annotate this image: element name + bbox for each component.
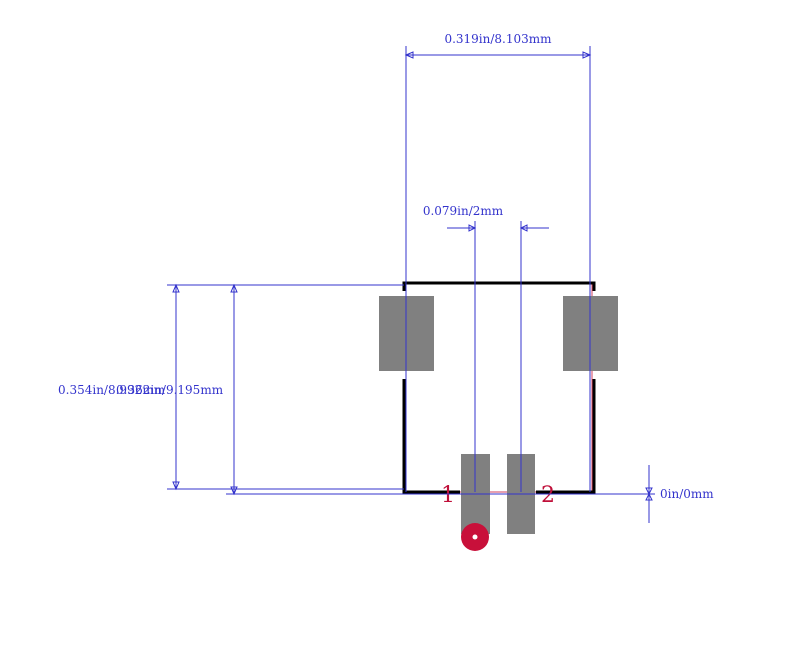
height-b-label: 0.362in/9.195mm [116, 383, 224, 397]
pin-pitch-label: 0.079in/2mm [423, 204, 504, 218]
dimension-pin-pitch [447, 221, 549, 492]
overall-width-label: 0.319in/8.103mm [444, 32, 552, 46]
dimension-heights [167, 283, 655, 496]
silkscreen-outline [402, 281, 596, 494]
baseline-offset-label: 0in/0mm [660, 487, 714, 501]
pin-1-label: 1 [441, 483, 455, 508]
dimension-baseline-offset [645, 465, 653, 523]
height-a-label: 0.354in/8.992mm [58, 383, 166, 397]
dimension-overall-width [404, 46, 592, 492]
pin1-marker [461, 523, 489, 551]
pin-2-label: 2 [541, 483, 555, 508]
